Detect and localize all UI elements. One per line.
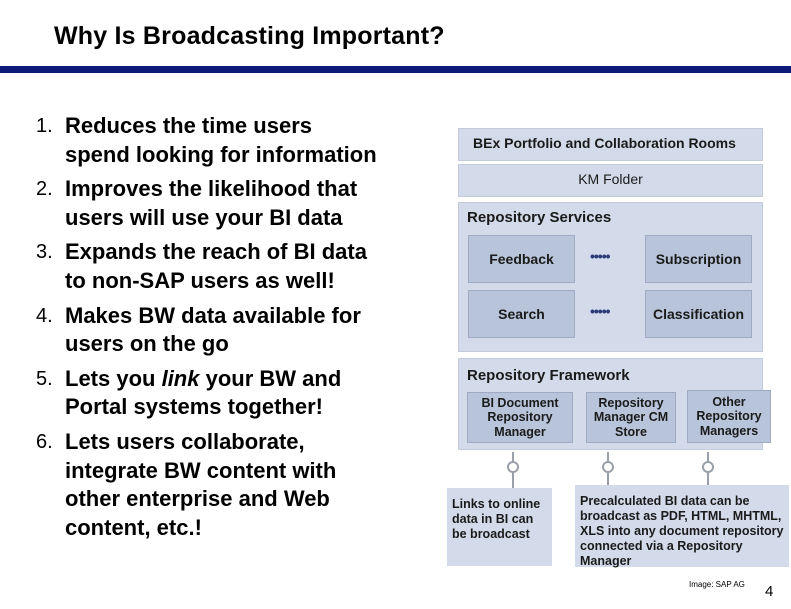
repository-framework-label: Repository Framework bbox=[467, 367, 630, 384]
other-repository-box: Other Repository Managers bbox=[687, 390, 771, 443]
list-item: 4. Makes BW data available for users on … bbox=[36, 302, 381, 359]
connector-dots: ••••• bbox=[590, 248, 610, 264]
precalculated-note-box: Precalculated BI data can be broadcast a… bbox=[575, 485, 789, 568]
list-item-text-pre: Lets you bbox=[65, 365, 162, 391]
list-item-number: 1. bbox=[36, 115, 53, 137]
list-item-text: Improves the likelihood that users will … bbox=[65, 176, 358, 230]
repository-cm-store-box: Repository Manager CM Store bbox=[586, 392, 676, 443]
list-item-text: Makes BW data available for users on the… bbox=[65, 302, 361, 357]
repository-services-label: Repository Services bbox=[467, 209, 612, 226]
slide-title: Why Is Broadcasting Important? bbox=[54, 22, 445, 50]
list-item-number: 2. bbox=[36, 178, 53, 201]
list-item: 6. Lets users collaborate, integrate BW … bbox=[36, 428, 381, 542]
title-underline-bar bbox=[0, 66, 791, 73]
classification-box: Classification bbox=[645, 290, 752, 338]
list-item-number: 5. bbox=[36, 367, 53, 390]
connector-node bbox=[702, 461, 714, 473]
list-item-text-post: your BW and Portal systems together! bbox=[65, 365, 342, 420]
list-item-text: Lets you link your BW and Portal systems… bbox=[65, 365, 381, 422]
search-box: Search bbox=[468, 290, 575, 338]
connector-node bbox=[602, 461, 614, 473]
links-note-box: Links to online data in BI can be broadc… bbox=[447, 488, 552, 566]
list-item: 1. Reduces the time users spend looking … bbox=[36, 112, 381, 169]
subscription-box: Subscription bbox=[645, 235, 752, 283]
page-number: 4 bbox=[765, 583, 774, 600]
feedback-box: Feedback bbox=[468, 235, 575, 283]
list-item: 5. Lets you link your BW and Portal syst… bbox=[36, 365, 381, 422]
connector-node bbox=[507, 461, 519, 473]
portfolio-label: BEx Portfolio and Collaboration Rooms bbox=[473, 135, 736, 151]
km-folder-band: KM Folder bbox=[458, 164, 763, 197]
image-credit: Image: SAP AG bbox=[689, 580, 745, 589]
benefits-list: 1. Reduces the time users spend looking … bbox=[36, 112, 381, 548]
list-item-text: Expands the reach of BI data to non-SAP … bbox=[65, 239, 367, 293]
list-item: 2. Improves the likelihood that users wi… bbox=[36, 175, 381, 232]
bi-document-repository-box: BI Document Repository Manager bbox=[467, 392, 573, 443]
architecture-diagram: BEx Portfolio and Collaboration Rooms KM… bbox=[447, 126, 771, 456]
list-item-text: Reduces the time users spend looking for… bbox=[65, 113, 377, 167]
list-item: 3. Expands the reach of BI data to non-S… bbox=[36, 238, 381, 295]
km-folder-label: KM Folder bbox=[578, 171, 643, 187]
portfolio-band: BEx Portfolio and Collaboration Rooms bbox=[458, 128, 763, 161]
list-item-number: 4. bbox=[36, 304, 53, 327]
connector-dots: ••••• bbox=[590, 303, 610, 319]
list-item-text: Lets users collaborate, integrate BW con… bbox=[65, 428, 337, 540]
list-item-number: 6. bbox=[36, 430, 53, 453]
list-item-text-emphasis: link bbox=[161, 365, 200, 391]
list-item-number: 3. bbox=[36, 241, 53, 264]
